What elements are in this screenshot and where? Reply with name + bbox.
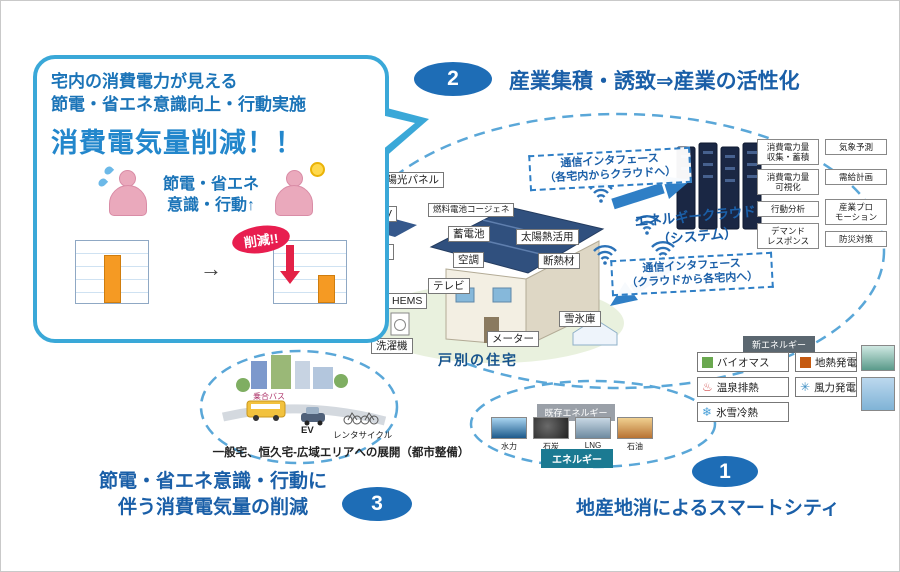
callout-line1: 宅内の消費電力が見える [51,72,238,91]
town-illustration [221,355,387,426]
wind-turbine-icon: ✳ [800,380,811,394]
oil-photo [617,417,653,439]
hydro-caption: 水力 [501,442,517,451]
label-ice-storage: 雪氷庫 [559,311,601,328]
callout-headline: 消費電気量削減！！ [51,127,303,158]
new-energy-onsen: ♨ 温泉排熱 [697,377,789,397]
label-aircon: 空調 [453,252,484,269]
coal-photo [533,417,569,439]
industry-heading: 産業集積・誘致⇒産業の活性化 [509,70,800,93]
marker-1: 1 [692,456,758,487]
geothermal-photo [861,345,895,371]
cloud-fn-plan: 需給計画 [825,169,887,186]
label-hems: HEMS [387,293,428,310]
washing-machine-icon [390,312,410,336]
label-washer: 洗濯機 [371,338,413,355]
label-fuelcell: 燃料電池コージェネ [428,203,515,217]
geothermal-icon [800,356,811,368]
label-meter: メーター [487,331,539,348]
saving-heading: 節電・省エネ意識・行動に 伴う消費電気量の削減 [98,471,327,518]
bar-before [104,254,121,303]
chart-after: 削減!! [230,221,347,304]
energy-caption: エネルギー [541,449,613,468]
cloud-fn-forecast: 気象予測 [825,139,887,156]
right-arrow-icon: → [200,255,222,281]
label-tv: テレビ [428,278,470,295]
sweat-drop-icon [102,164,115,177]
new-energy-geothermal: 地熱発電 [795,352,857,372]
label-insulation: 断熱材 [538,253,580,270]
bubble-tail-inner [381,115,415,151]
label-solar-panel: 太陽光パネル [371,172,444,189]
label-solar-heat: 太陽熱活用 [516,229,579,246]
bicycle-icons [343,412,379,425]
marker-3: 3 [342,487,412,521]
oil-caption: 石油 [627,442,643,451]
person-icon-right [273,161,325,222]
coal-caption: 石炭 [543,442,559,451]
house-caption: 戸別の住宅 [438,352,518,368]
sweat-drop-icon [96,176,109,189]
cloud-fn-disaster: 防災対策 [825,231,887,248]
new-energy-wind: ✳ 風力発電 [795,377,857,397]
callout-bubble: 宅内の消費電力が見える 節電・省エネ意識向上・行動実施 消費電気量削減！！ 節電… [33,55,389,343]
new-energy-ice: ❄ 氷雪冷熱 [697,402,789,422]
person-icon-left [96,164,149,222]
cloud-fn-promotion: 産業プロ モーション [825,199,887,226]
ev-label: EV [301,425,314,436]
wind-photo [861,377,895,411]
label-battery: 蓄電池 [448,226,490,243]
down-arrow-icon [286,244,294,271]
town-caption: 一般宅、恒久宅-広域エリアへの展開（都市整備） [212,447,470,459]
bus-icon [246,400,286,421]
lightbulb-icon [310,161,325,177]
lng-photo [575,417,611,439]
rental-cycle-label: レンタサイクル [333,430,393,440]
snowflake-icon: ❄ [702,405,713,419]
cloud-fn-collect: 消費電力量 収集・蓄積 [757,139,819,166]
chart-before [75,239,149,304]
before-after-charts: → 削減!! [51,221,371,304]
new-energy-label: 新エネルギー [743,336,815,353]
callout-line2: 節電・省エネ意識向上・行動実施 [51,94,306,114]
biomass-icon [702,356,713,368]
awareness-text: 節電・省エネ 意識・行動↑ [162,176,259,214]
bar-after [318,274,335,303]
ev-car-icon [301,407,325,426]
reduction-badge: 削減!! [230,221,292,257]
cloud-fn-demand-response: デマンド レスポンス [757,223,819,250]
cloud-fn-behavior: 行動分析 [757,201,819,218]
bus-label: 乗合バス [253,392,285,401]
marker-2: 2 [414,62,492,96]
smart-city-heading: 地産地消によるスマートシティ [576,498,840,519]
cloud-fn-visualize: 消費電力量 可視化 [757,169,819,196]
lng-caption: LNG [584,441,602,450]
new-energy-biomass: バイオマス [697,352,789,372]
hot-spring-icon: ♨ [702,380,713,394]
existing-energy-label: 既存エネルギー [537,404,615,421]
hydro-photo [491,417,527,439]
